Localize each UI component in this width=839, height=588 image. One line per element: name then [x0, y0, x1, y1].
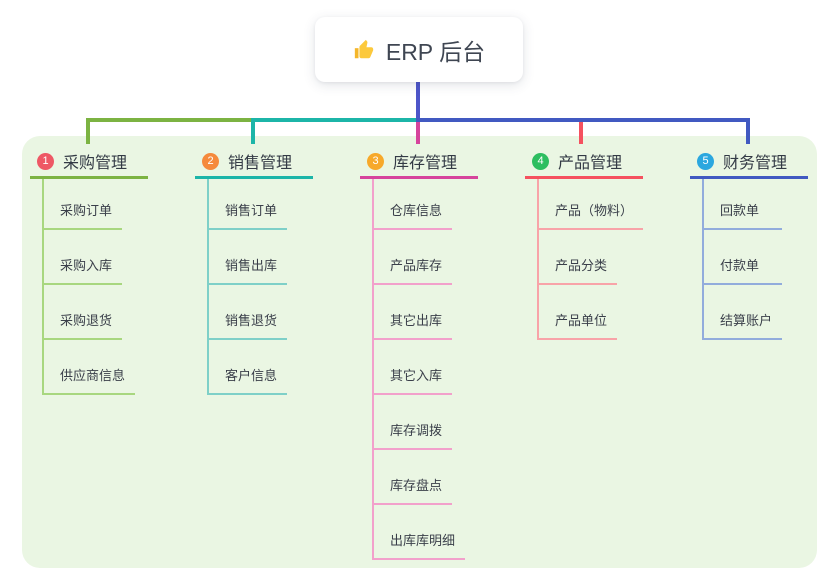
mindmap-node[interactable]: 其它入库	[374, 340, 453, 395]
node-label: 供应商信息	[60, 368, 126, 383]
mindmap-node[interactable]: 产品单位	[539, 285, 618, 340]
connector-horizontal-blue	[416, 118, 750, 122]
canvas-background-panel	[22, 136, 817, 568]
branch-children: 销售订单 销售出库 销售退货 客户信息	[207, 179, 355, 395]
mindmap-node[interactable]: 供应商信息	[44, 340, 136, 395]
connector-drop-inventory	[416, 122, 420, 144]
branch-label: 采购管理	[63, 155, 128, 172]
mindmap-node[interactable]: 采购入库	[44, 230, 123, 285]
branch-children: 采购订单 采购入库 采购退货 供应商信息	[42, 179, 190, 395]
node-label: 付款单	[720, 258, 760, 273]
node-label: 客户信息	[225, 368, 278, 383]
mindmap-node[interactable]: 其它出库	[374, 285, 453, 340]
mindmap-node[interactable]: 库存盘点	[374, 450, 453, 505]
node-label: 库存盘点	[390, 478, 443, 493]
branch-product: 4 产品管理 产品（物料） 产品分类 产品单位	[525, 146, 685, 340]
branch-header-product[interactable]: 4 产品管理	[525, 146, 643, 179]
branch-finance: 5 财务管理 回款单 付款单 结算账户	[690, 146, 839, 340]
node-label: 销售订单	[225, 203, 278, 218]
branch-header-procurement[interactable]: 1 采购管理	[30, 146, 148, 179]
mindmap-node[interactable]: 产品库存	[374, 230, 453, 285]
connector-drop-product	[579, 122, 583, 144]
node-label: 采购订单	[60, 203, 113, 218]
branch-sales: 2 销售管理 销售订单 销售出库 销售退货 客户信息	[195, 146, 355, 395]
branch-procurement: 1 采购管理 采购订单 采购入库 采购退货 供应商信息	[30, 146, 190, 395]
mindmap-node[interactable]: 库存调拨	[374, 395, 453, 450]
branch-number-badge: 3	[367, 152, 384, 170]
mindmap-node[interactable]: 回款单	[704, 179, 782, 230]
connector-drop-sales	[251, 118, 255, 144]
mindmap-node[interactable]: 仓库信息	[374, 179, 453, 230]
branch-number-badge: 1	[37, 152, 54, 170]
thumbs-up-icon	[353, 39, 375, 61]
mindmap-node[interactable]: 销售退货	[209, 285, 288, 340]
branch-inventory: 3 库存管理 仓库信息 产品库存 其它出库 其它入库 库存调拨 库存盘点 出库库…	[360, 146, 520, 560]
branch-number-badge: 2	[202, 152, 219, 170]
branch-number-badge: 5	[697, 152, 714, 170]
branch-label: 销售管理	[228, 155, 293, 172]
branch-number-badge: 4	[532, 152, 549, 170]
node-label: 采购入库	[60, 258, 113, 273]
branch-header-inventory[interactable]: 3 库存管理	[360, 146, 478, 179]
branch-children: 回款单 付款单 结算账户	[702, 179, 839, 340]
mindmap-node[interactable]: 产品分类	[539, 230, 618, 285]
branch-header-finance[interactable]: 5 财务管理	[690, 146, 808, 179]
node-label: 产品分类	[555, 258, 608, 273]
mindmap-node[interactable]: 采购订单	[44, 179, 123, 230]
mindmap-node[interactable]: 客户信息	[209, 340, 288, 395]
connector-trunk	[416, 82, 420, 118]
node-label: 仓库信息	[390, 203, 443, 218]
mindmap-node[interactable]: 销售出库	[209, 230, 288, 285]
node-label: 库存调拨	[390, 423, 443, 438]
node-label: 结算账户	[720, 313, 773, 328]
mindmap-node[interactable]: 产品（物料）	[539, 179, 644, 230]
branch-header-sales[interactable]: 2 销售管理	[195, 146, 313, 179]
mindmap-node[interactable]: 采购退货	[44, 285, 123, 340]
branch-label: 财务管理	[723, 155, 788, 172]
branch-children: 仓库信息 产品库存 其它出库 其它入库 库存调拨 库存盘点 出库库明细	[372, 179, 520, 560]
branch-children: 产品（物料） 产品分类 产品单位	[537, 179, 685, 340]
root-node-label: ERP 后台	[385, 38, 486, 65]
mindmap-node[interactable]: 出库库明细	[374, 505, 466, 560]
node-label: 产品（物料）	[555, 203, 634, 218]
node-label: 销售出库	[225, 258, 278, 273]
connector-drop-procurement	[86, 118, 90, 144]
node-label: 产品单位	[555, 313, 608, 328]
connector-drop-finance	[746, 118, 750, 144]
node-label: 采购退货	[60, 313, 113, 328]
branch-label: 产品管理	[558, 155, 623, 172]
root-node[interactable]: ERP 后台	[315, 17, 523, 82]
mindmap-node[interactable]: 销售订单	[209, 179, 288, 230]
connector-horizontal-teal	[251, 118, 418, 122]
mindmap-node[interactable]: 结算账户	[704, 285, 783, 340]
node-label: 其它入库	[390, 368, 443, 383]
node-label: 销售退货	[225, 313, 278, 328]
node-label: 出库库明细	[390, 533, 456, 548]
branch-label: 库存管理	[393, 155, 458, 172]
node-label: 回款单	[720, 203, 760, 218]
connector-horizontal-green	[86, 118, 253, 122]
node-label: 产品库存	[390, 258, 443, 273]
mindmap-node[interactable]: 付款单	[704, 230, 782, 285]
node-label: 其它出库	[390, 313, 443, 328]
